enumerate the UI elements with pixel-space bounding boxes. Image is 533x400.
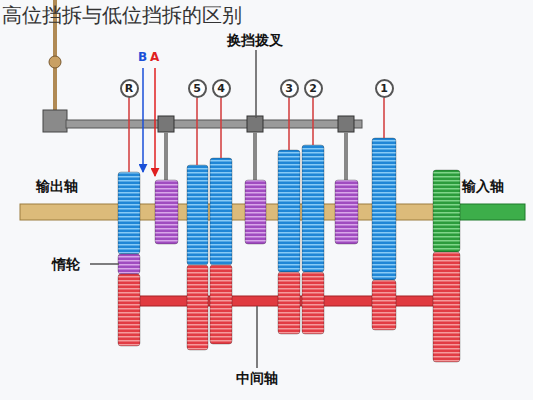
shift-fork: [344, 132, 348, 180]
shift-fork: [164, 132, 168, 180]
fork-block: [158, 116, 174, 132]
gear: [187, 165, 208, 265]
lever-ball: [49, 56, 61, 68]
part-label: 换挡拨叉: [227, 32, 283, 50]
gear: [302, 272, 324, 334]
gear: [118, 254, 140, 274]
fork-block: [338, 116, 354, 132]
gear: [210, 265, 232, 344]
gear: [245, 180, 266, 244]
part-label: 惰轮: [52, 256, 80, 274]
leader-line: [256, 306, 258, 368]
leader-line: [128, 98, 130, 173]
callout-number: 3: [280, 79, 299, 98]
gear: [118, 172, 140, 254]
gear: [278, 272, 300, 334]
part-label: 输入轴: [462, 178, 504, 196]
leader-line: [220, 98, 222, 159]
callout-number: R: [120, 79, 139, 98]
gear: [302, 145, 324, 272]
page-title: 高位挡拆与低位挡拆的区别: [2, 2, 242, 29]
gear: [433, 252, 460, 362]
callout-number: 4: [212, 79, 231, 98]
leader-line: [255, 50, 257, 118]
callout-text: 2: [309, 83, 317, 94]
leader-line: [288, 98, 290, 151]
position-arrow: [154, 68, 156, 176]
lever-pivot: [43, 110, 67, 132]
part-label: 输出轴: [36, 178, 78, 196]
callout-text: 1: [380, 83, 388, 94]
leader-line: [90, 263, 119, 265]
shift-rod: [66, 120, 362, 128]
shift-fork: [253, 132, 257, 180]
gear: [210, 158, 232, 265]
gear: [372, 138, 396, 280]
callout-text: 4: [217, 83, 225, 94]
callout-number: 1: [375, 79, 394, 98]
leader-line: [196, 98, 198, 166]
gear: [155, 180, 178, 244]
gear: [335, 180, 358, 244]
gear: [118, 274, 140, 346]
fork-block: [247, 116, 263, 132]
gear: [278, 150, 300, 272]
callout-text: R: [125, 83, 133, 94]
position-arrow: [142, 68, 144, 172]
callout-text: 5: [193, 83, 201, 94]
gear: [372, 280, 396, 330]
gear: [433, 170, 460, 252]
leader-line: [312, 98, 314, 146]
gear: [187, 265, 208, 350]
callout-text: 3: [285, 83, 293, 94]
callout-leaders: [129, 98, 384, 173]
part-label: A: [150, 50, 159, 64]
callout-number: 2: [304, 79, 323, 98]
leader-line: [383, 98, 385, 139]
callout-number: 5: [188, 79, 207, 98]
part-label: 中间轴: [236, 370, 278, 388]
gear-set: [118, 138, 460, 362]
part-label: B: [138, 50, 147, 64]
